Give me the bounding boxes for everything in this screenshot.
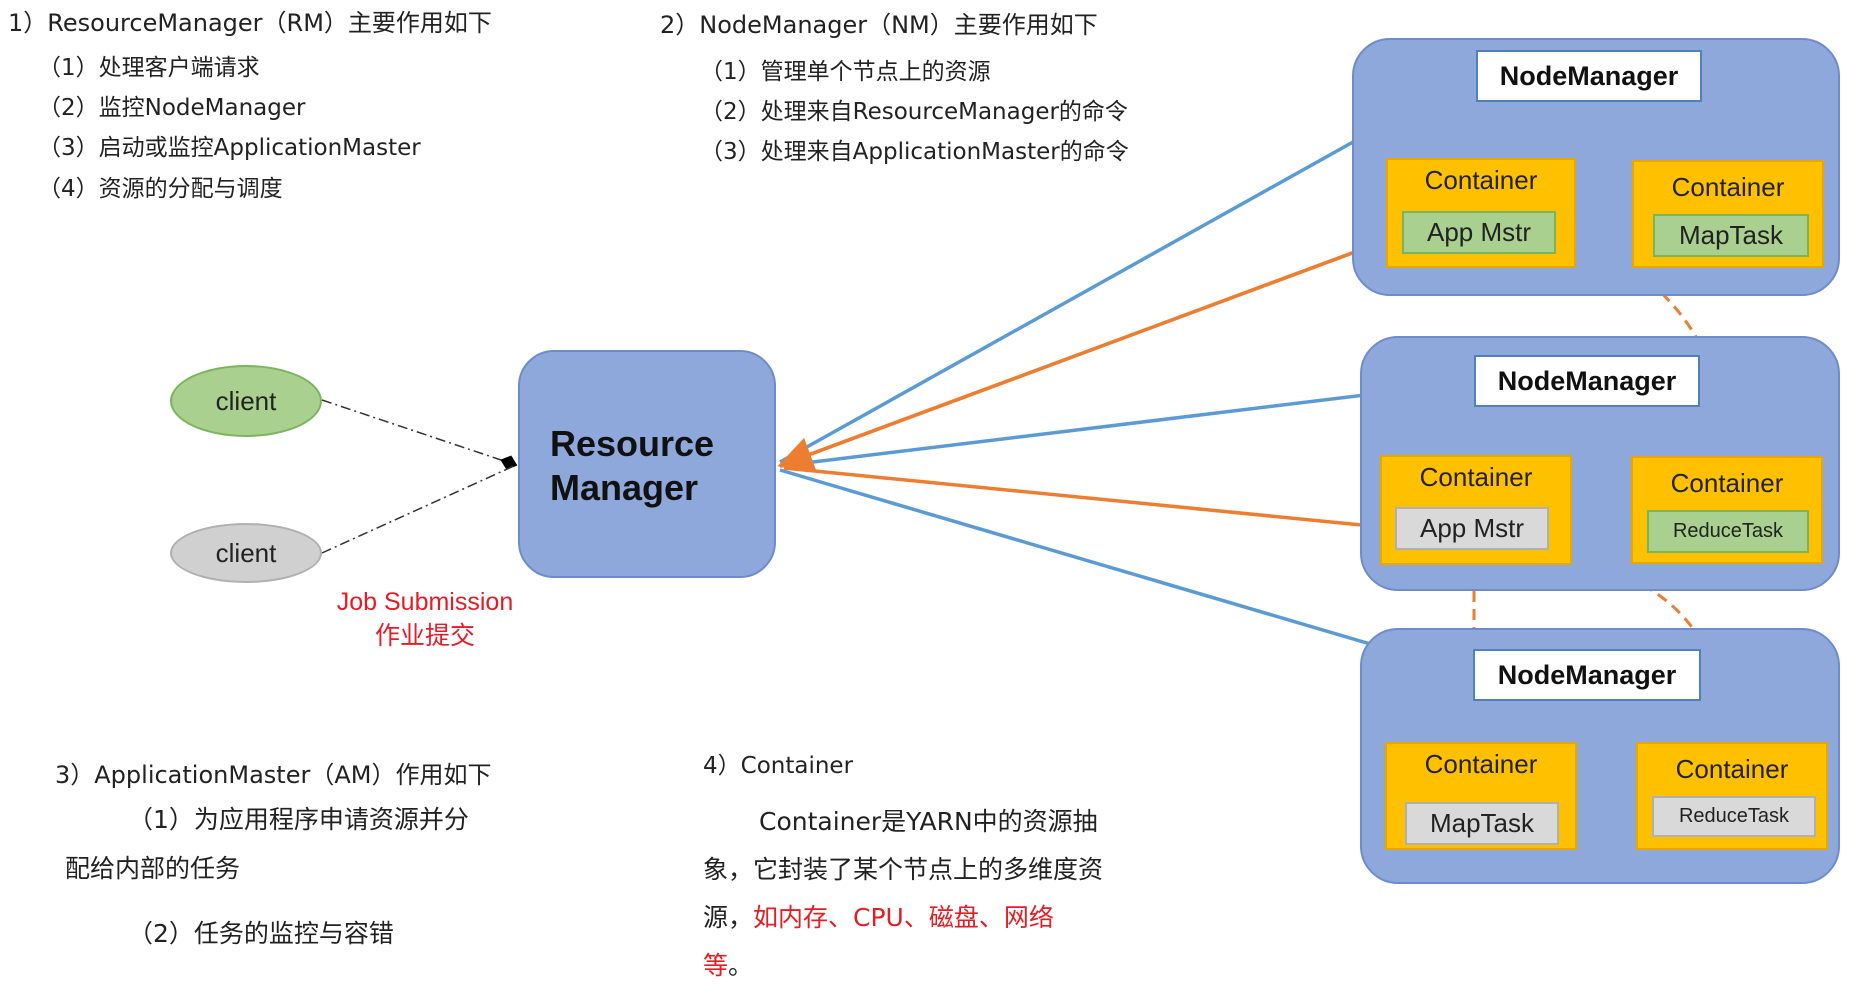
job-submission-en: Job Submission bbox=[336, 588, 514, 616]
nm-heading: 2）NodeManager（NM）主要作用如下 bbox=[660, 11, 1098, 39]
am-item-1-line2: 配给内部的任务 bbox=[65, 854, 241, 883]
am-item-1-line1: （1）为应用程序申请资源并分 bbox=[128, 805, 469, 834]
container-heading: 4）Container bbox=[703, 753, 854, 779]
nm1-maptask: MapTask bbox=[1653, 214, 1809, 257]
client-node-2: client bbox=[170, 523, 322, 583]
resource-manager-node: Resource Manager bbox=[518, 350, 776, 578]
container-text-red: 如内存、CPU、磁盘、网络等 bbox=[703, 903, 1054, 980]
nm2-container-2-label: Container bbox=[1670, 468, 1784, 498]
nm2-container-1-label: Container bbox=[1419, 462, 1533, 492]
rm-to-appmstr2-arrow bbox=[783, 466, 1399, 543]
rm-heading: 1）ResourceManager（RM）主要作用如下 bbox=[8, 9, 492, 37]
container-text-2: 。 bbox=[728, 951, 754, 980]
rm-item-3: （3）启动或监控ApplicationMaster bbox=[38, 135, 421, 161]
rm-to-nm3-arrow bbox=[779, 468, 1479, 683]
rm-item-2: （2）监控NodeManager bbox=[38, 95, 306, 121]
job-submission-zh: 作业提交 bbox=[374, 622, 475, 650]
nm3-reducetask: ReduceTask bbox=[1652, 796, 1816, 837]
nm1-title: NodeManager bbox=[1476, 50, 1702, 102]
nm1-app-master: App Mstr bbox=[1402, 211, 1556, 254]
nm2-title: NodeManager bbox=[1474, 355, 1700, 407]
client1-to-rm-line bbox=[321, 399, 518, 470]
rm-item-1: （1）处理客户端请求 bbox=[38, 55, 260, 81]
nm-item-2: （2）处理来自ResourceManager的命令 bbox=[700, 99, 1128, 125]
nm1-container-2-label: Container bbox=[1671, 172, 1785, 202]
nm-item-1: （1）管理单个节点上的资源 bbox=[700, 59, 991, 85]
am-heading: 3）ApplicationMaster（AM）作用如下 bbox=[55, 761, 492, 789]
rm-label-line2: Manager bbox=[550, 467, 699, 508]
nm-item-3: （3）处理来自ApplicationMaster的命令 bbox=[700, 139, 1129, 165]
nm2-reducetask: ReduceTask bbox=[1647, 510, 1809, 553]
nm1-container-1-label: Container bbox=[1424, 165, 1538, 195]
rm-label-line1: Resource bbox=[550, 423, 715, 464]
appmstr1-to-rm-arrow bbox=[777, 234, 1399, 471]
rm-item-4: （4）资源的分配与调度 bbox=[38, 176, 283, 202]
rm-to-nm2-arrow bbox=[779, 368, 1479, 468]
nm3-container-2-label: Container bbox=[1675, 754, 1789, 784]
nm3-maptask: MapTask bbox=[1405, 802, 1559, 845]
client2-to-rm-line bbox=[321, 464, 517, 554]
job-submission-label: Job Submission 作业提交 bbox=[310, 585, 540, 653]
container-text-1: Container是YARN中的资源抽象，它封装了某个节点上的多维度资源， bbox=[703, 807, 1104, 932]
nm3-container-1-label: Container bbox=[1424, 749, 1538, 779]
nm3-title: NodeManager bbox=[1473, 649, 1701, 701]
am-item-2: （2）任务的监控与容错 bbox=[128, 919, 394, 948]
nm2-app-master: App Mstr bbox=[1395, 507, 1549, 550]
client-node-1: client bbox=[170, 365, 322, 437]
container-paragraph: Container是YARN中的资源抽象，它封装了某个节点上的多维度资源，如内存… bbox=[703, 798, 1103, 990]
